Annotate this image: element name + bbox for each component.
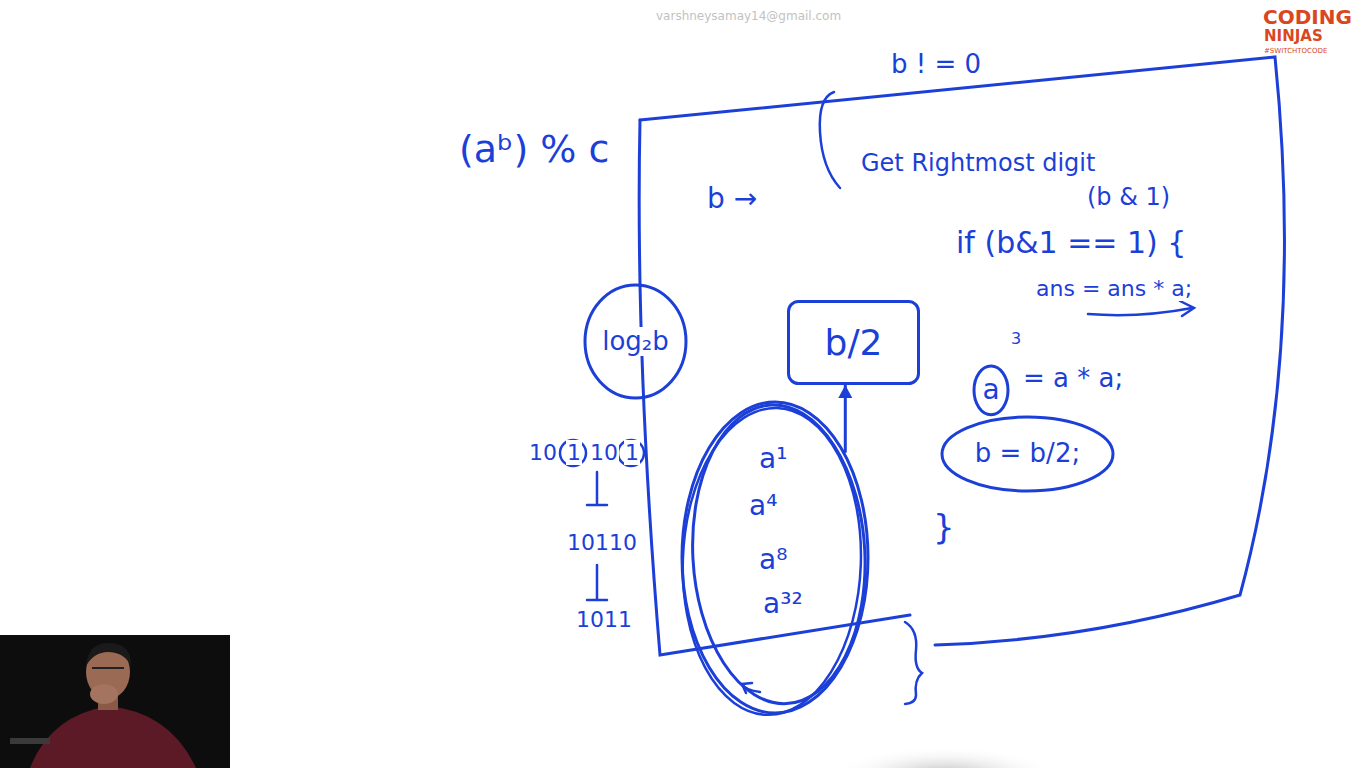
node-text: b → xyxy=(706,183,758,215)
node-text: 3 xyxy=(1010,330,1022,348)
log-circle: log₂b xyxy=(583,283,688,400)
watermark: varshneysamay14@gmail.com xyxy=(655,10,842,24)
node-text: a xyxy=(981,374,1000,406)
ellipse-outline xyxy=(678,405,867,718)
node-outline xyxy=(640,55,1285,665)
binary-digits: 10 xyxy=(528,440,558,465)
node-text: if (b&1 == 1) { xyxy=(955,226,1187,261)
presenter-glasses xyxy=(92,667,124,669)
node-text: a⁸ xyxy=(758,544,788,576)
expression: (aᵇ) % c xyxy=(458,128,610,172)
powers-ellipse: a¹ a⁴ a⁸ a³² xyxy=(680,400,870,715)
binary-digits: 10 xyxy=(589,440,619,465)
binary-digit: 1 xyxy=(566,440,582,465)
node-text: ans = ans * a; xyxy=(1035,276,1193,301)
node-text: log₂b xyxy=(601,327,670,357)
ellipse-outline xyxy=(974,366,1008,415)
loop-outline xyxy=(640,57,1284,645)
logo-text: CODING xyxy=(1262,6,1353,29)
box-outline xyxy=(789,302,919,384)
node-text: } xyxy=(932,508,956,547)
binary-number: 10110 xyxy=(566,530,638,555)
underline-arrow xyxy=(1088,308,1192,315)
desk-item xyxy=(10,738,50,744)
webcam-overlay xyxy=(0,635,230,768)
binary-digit: 1 xyxy=(624,440,640,465)
loop-box: b ! = 0b →Get Rightmost digit(b & 1)if (… xyxy=(640,55,1285,665)
circled-variable: a xyxy=(972,364,1010,417)
node-text: Get Rightmost digit xyxy=(860,150,1096,178)
logo-tagline: #SWITCHTOCODE xyxy=(1263,47,1328,55)
node-text: a¹ xyxy=(758,443,788,475)
bracket xyxy=(905,622,922,704)
ellipse-outline xyxy=(942,417,1113,491)
bit-circle xyxy=(618,440,644,466)
shift-arrow xyxy=(587,565,607,600)
halving-box: b/2 xyxy=(787,300,920,385)
node-text: a⁴ xyxy=(748,490,778,522)
node-text: b ! = 0 xyxy=(890,50,982,80)
ellipse-outline xyxy=(685,400,872,708)
presenter-hand xyxy=(90,684,118,704)
ellipse-outline xyxy=(585,285,686,398)
node-text: b/2 xyxy=(824,322,884,363)
presenter-body xyxy=(30,706,196,768)
connector xyxy=(838,385,852,452)
brace xyxy=(820,92,840,188)
node-text: = a * a; xyxy=(1022,364,1124,394)
node-text: b = b/2; xyxy=(974,439,1081,469)
hand-shadow xyxy=(830,740,1060,768)
arrowhead xyxy=(838,385,852,398)
node-text: (b & 1) xyxy=(1086,184,1171,212)
logo-text: NINJAS xyxy=(1263,28,1324,45)
binary-number: 1011 xyxy=(575,607,633,632)
shift-arrow xyxy=(587,472,607,505)
bit-circle xyxy=(560,440,586,466)
underline-arrowhead xyxy=(1180,301,1194,316)
presenter-hair xyxy=(86,643,131,666)
loop-outline xyxy=(639,120,910,655)
webcam-frame xyxy=(0,635,230,768)
node-text: a³² xyxy=(762,588,804,620)
update-ellipse: b = b/2; xyxy=(940,415,1115,493)
